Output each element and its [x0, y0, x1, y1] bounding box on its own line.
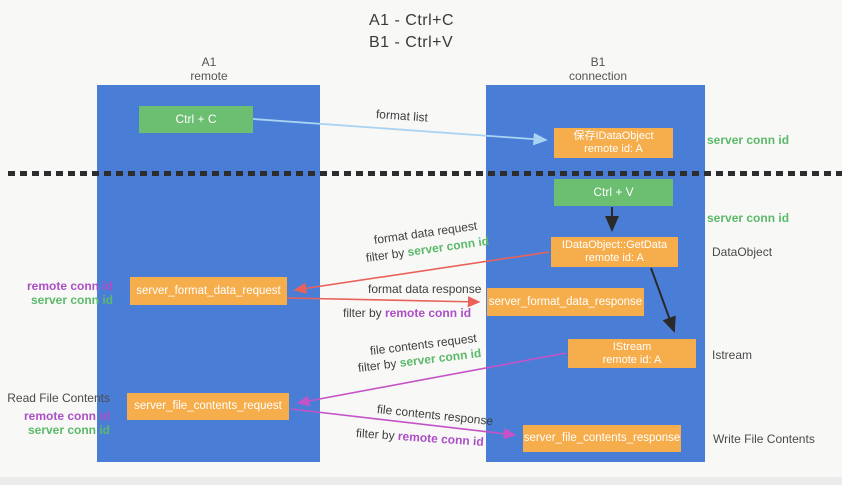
- node-ctrl-c: Ctrl + C: [139, 106, 253, 133]
- label-server-conn-id-top: server conn id: [707, 133, 790, 147]
- filter-prefix: filter by: [355, 426, 399, 443]
- node-istream-line2: remote id: A: [602, 353, 662, 366]
- filter-value-remote-conn-id: remote conn id: [397, 428, 485, 449]
- label-remote-conn-id-1: remote conn id: [26, 279, 113, 293]
- node-save-idataobject: 保存IDataObject remote id: A: [554, 128, 673, 158]
- node-ctrl-c-label: Ctrl + C: [175, 112, 217, 126]
- label-file-contents-response: file contents response: [376, 402, 494, 429]
- node-ctrl-v-label: Ctrl + V: [593, 185, 634, 199]
- filter-prefix: filter by: [343, 306, 386, 320]
- label-server-conn-id-left-1: server conn id: [30, 293, 113, 307]
- title-line-ctrl-c: A1 - Ctrl+C: [369, 12, 455, 29]
- node-istream: IStream remote id: A: [568, 339, 696, 368]
- node-server-file-contents-response: server_file_contents_response: [523, 425, 681, 452]
- filter-prefix: filter by: [357, 355, 401, 375]
- label-filter-by-remote-conn-id-2: filter by remote conn id: [356, 426, 485, 449]
- label-write-file-contents: Write File Contents: [713, 432, 815, 446]
- node-format-response-label: server_format_data_response: [488, 295, 643, 308]
- filter-prefix: filter by: [365, 245, 409, 265]
- label-read-file-contents: Read File Contents: [7, 391, 110, 405]
- label-format-list: format list: [375, 107, 429, 125]
- node-save-idataobject-line1: 保存IDataObject: [573, 130, 654, 142]
- label-server-conn-id-left-2: server conn id: [27, 423, 110, 437]
- label-istream: Istream: [712, 348, 753, 362]
- label-server-conn-id-mid: server conn id: [707, 211, 790, 225]
- lane-a1-id: A1: [201, 55, 217, 69]
- node-ctrl-v: Ctrl + V: [554, 179, 673, 206]
- node-idataobject-getdata: IDataObject::GetData remote id: A: [551, 237, 678, 267]
- bottom-edge-strip: [0, 477, 842, 485]
- node-file-request-label: server_file_contents_request: [134, 400, 282, 412]
- node-save-idataobject-line2: remote id: A: [584, 143, 643, 155]
- lane-header-b1: B1 connection: [528, 55, 668, 83]
- diagram-title: A1 - Ctrl+C B1 - Ctrl+V: [369, 10, 454, 54]
- label-format-data-response: format data response: [368, 282, 482, 296]
- node-istream-line1: IStream: [612, 340, 652, 353]
- label-remote-conn-id-2: remote conn id: [23, 409, 110, 423]
- node-server-format-data-request: server_format_data_request: [130, 277, 287, 305]
- node-format-request-label: server_format_data_request: [136, 284, 281, 297]
- node-getdata-line1: IDataObject::GetData: [561, 239, 668, 251]
- lane-b1-role: connection: [568, 69, 628, 83]
- lane-b1-id: B1: [590, 55, 606, 69]
- node-file-response-label: server_file_contents_response: [523, 432, 681, 444]
- label-dataobject: DataObject: [712, 245, 773, 259]
- node-getdata-line2: remote id: A: [585, 252, 644, 264]
- label-filter-by-remote-conn-id-1: filter by remote conn id: [343, 306, 471, 320]
- node-server-file-contents-request: server_file_contents_request: [127, 393, 289, 420]
- node-server-format-data-response: server_format_data_response: [487, 288, 644, 316]
- lane-header-a1: A1 remote: [139, 55, 279, 83]
- lane-a1-role: remote: [190, 69, 228, 83]
- format-conn-id-stack: remote conn id server conn id: [6, 279, 113, 307]
- filter-value-remote-conn-id: remote conn id: [385, 306, 472, 320]
- phase-separator-dotted-line: [8, 171, 842, 176]
- title-line-ctrl-v: B1 - Ctrl+V: [369, 34, 454, 51]
- file-conn-id-stack: Read File Contents remote conn id server…: [0, 391, 110, 437]
